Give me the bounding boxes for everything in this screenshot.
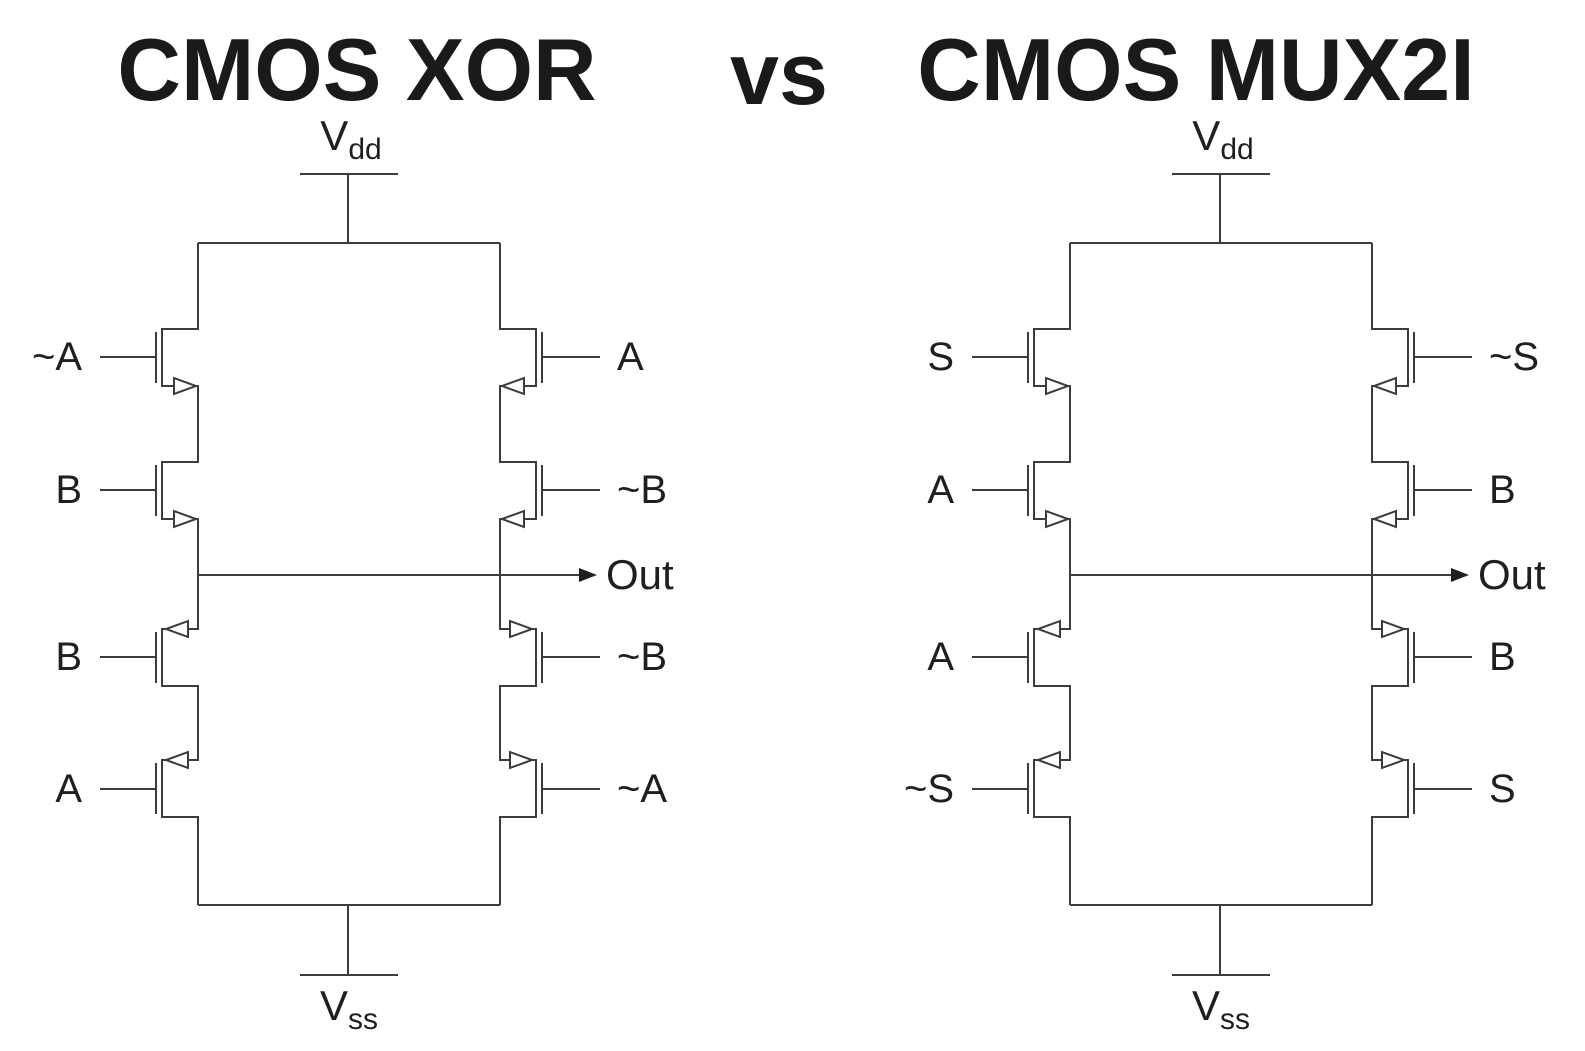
vss-main: V [1191,982,1221,1029]
gate-label-left-2: A [927,635,954,679]
transistor-arrows [1035,376,1407,770]
gate-label-right-3: ~A [617,767,668,811]
gate-label-left-1: B [55,468,82,512]
vss-sub: ss [1220,1003,1251,1036]
gate-label-left-2: B [55,635,82,679]
left-branch-path [161,243,199,905]
vdd-main: V [320,112,349,159]
gate-label-right-3: S [1489,767,1516,811]
gate-label-right-0: A [617,335,644,379]
wires [100,173,600,976]
vs-label: vs [730,24,828,123]
title-xor: CMOS XOR [117,20,597,119]
xor-circuit: Vdd Vss Out ~A B B A A ~B ~B ~A [32,110,690,1051]
out-arrowhead-icon [579,568,597,582]
out-arrowhead-icon [1451,568,1469,582]
gate-label-left-0: ~A [31,335,82,379]
vdd-main: V [1192,112,1221,159]
vss-label: Vss [1192,985,1250,1035]
gate-label-left-3: ~S [903,767,954,811]
title-mux2i: CMOS MUX2I [917,20,1475,119]
vdd-label: Vdd [1192,115,1253,165]
xor-circuit-wires [100,173,600,976]
gate-label-right-2: ~B [617,635,668,679]
mux2i-circuit-wires [972,173,1472,976]
gate-label-right-2: B [1489,635,1516,679]
transistor-arrows [163,376,535,770]
gate-label-left-0: S [927,335,954,379]
gate-label-right-1: ~B [617,468,668,512]
vss-main: V [319,982,349,1029]
vss-label: Vss [320,985,378,1035]
vdd-sub: dd [1220,133,1254,166]
gate-label-right-0: ~S [1489,335,1540,379]
gate-label-right-1: B [1489,468,1516,512]
vss-sub: ss [348,1003,379,1036]
gate-label-left-3: A [55,767,82,811]
gate-label-left-1: A [927,468,954,512]
mux2i-circuit: Vdd Vss Out S A A ~S ~S B B S [904,110,1562,1051]
vdd-label: Vdd [320,115,381,165]
vdd-sub: dd [348,133,382,166]
left-branch-path [1033,243,1071,905]
wires [972,173,1472,976]
out-label: Out [606,551,674,598]
out-label: Out [1478,551,1546,598]
